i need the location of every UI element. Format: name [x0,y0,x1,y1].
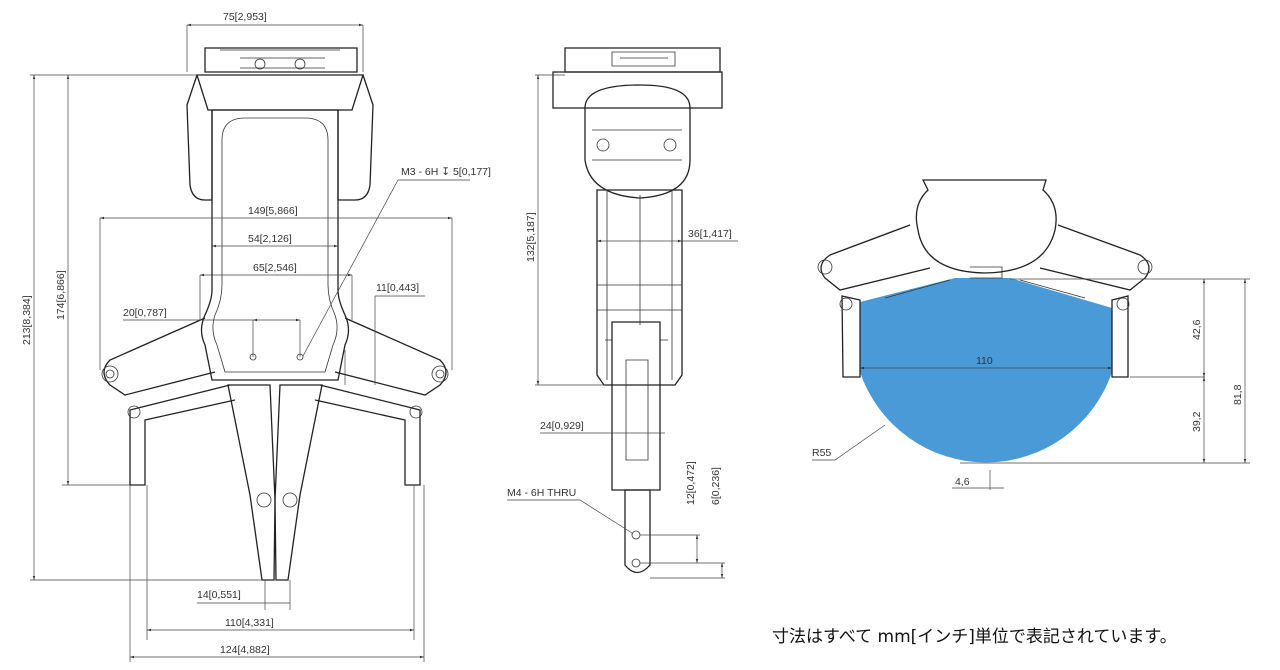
dim-12: 12[0,472] [685,461,697,505]
dim-grip-width: 110 [976,355,993,367]
front-view: 75[2,953] 213[8,384] 174[6,866] 149[5,86… [21,11,491,662]
grip-view: 110 42,6 81,8 39,2 R55 4,6 [812,179,1250,490]
units-note: 寸法はすべて mm[インチ]単位で表記されています。 [772,627,1177,647]
m4-thread-callout: M4 - 6H THRU [507,487,576,499]
gripper-top-outline [817,179,1153,378]
grip-area-fill [860,278,1112,463]
side-dimension-lines [507,74,738,579]
dim-65: 65[2,546] [253,262,297,274]
gripper-side-outline [552,47,723,574]
dim-hole-spacing: 20[0,787] [123,307,167,319]
dim-81-8: 81,8 [1232,384,1244,405]
dim-offset: 4,6 [955,476,970,488]
gripper-front-outline [101,47,449,581]
dim-6: 6[0,236] [710,467,722,505]
dim-149: 149[5,866] [248,205,298,217]
dim-overall-height: 213[8,384] [21,295,33,345]
grip-dimension-lines [812,278,1250,490]
dim-finger-gap: 14[0,551] [197,589,241,601]
dim-radius: R55 [812,447,831,459]
dim-36: 36[1,417] [688,228,732,240]
dim-body-height: 174[6,866] [55,270,67,320]
dim-24: 24[0,929] [540,420,584,432]
m3-thread-callout: M3 - 6H ↧ 5[0,177] [401,166,491,178]
side-view: 132[5,187] 36[1,417] 24[0,929] M4 - 6H T… [507,47,738,579]
dim-overall-width: 75[2,953] [223,11,267,23]
front-dimension-lines [30,23,470,662]
dim-42-6: 42,6 [1191,319,1203,340]
dim-110: 110[4,331] [225,617,274,629]
dim-54: 54[2,126] [248,233,292,245]
dim-11: 11[0,443] [376,282,419,294]
dim-39-2: 39,2 [1191,411,1203,432]
dim-124: 124[4,882] [220,644,270,656]
dim-132: 132[5,187] [525,212,537,262]
